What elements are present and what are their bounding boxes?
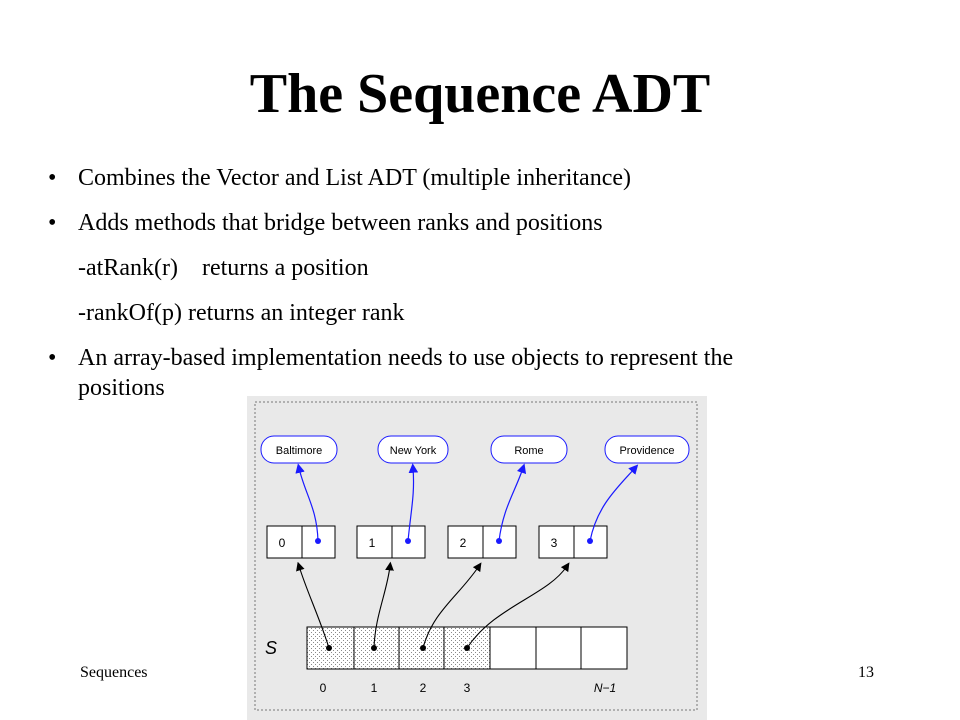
position-rank-label: 3 bbox=[551, 536, 558, 550]
footer-page-number: 13 bbox=[858, 664, 874, 681]
position-rank-cell bbox=[447, 525, 484, 559]
array-cell-empty bbox=[489, 626, 537, 670]
array-index-label: 1 bbox=[371, 681, 378, 695]
position-rank-cell bbox=[538, 525, 575, 559]
array-cell-empty bbox=[535, 626, 582, 670]
element-link bbox=[498, 463, 527, 542]
array-index-label: 3 bbox=[464, 681, 471, 695]
array-index-label: 2 bbox=[420, 681, 427, 695]
bullet-text: Combines the Vector and List ADT (multip… bbox=[78, 165, 631, 191]
sequence-diagram: Baltimore New York Rome Providence 0 1 2… bbox=[247, 396, 707, 720]
node-oval bbox=[490, 435, 568, 464]
array-pointer bbox=[422, 562, 482, 649]
sub-item-text: -rankOf(p) returns an integer rank bbox=[78, 300, 405, 326]
position-rank-cell bbox=[266, 525, 303, 559]
array-index-label: N−1 bbox=[594, 681, 616, 695]
array-index-label: 0 bbox=[320, 681, 327, 695]
position-element-cell bbox=[301, 525, 336, 559]
node-label: New York bbox=[390, 445, 437, 457]
diagram-frame bbox=[254, 401, 698, 711]
element-link bbox=[589, 464, 639, 542]
node-oval bbox=[604, 435, 690, 464]
bullet-glyph: • bbox=[48, 345, 57, 371]
footer-section-name: Sequences bbox=[80, 664, 148, 681]
position-rank-label: 2 bbox=[460, 536, 467, 550]
node-oval bbox=[260, 435, 338, 464]
array-cell-empty bbox=[580, 626, 628, 670]
sub-item-text: -atRank(r) returns a position bbox=[78, 255, 369, 281]
position-rank-label: 0 bbox=[279, 536, 286, 550]
bullet-text: Adds methods that bridge between ranks a… bbox=[78, 210, 603, 236]
element-link bbox=[407, 463, 419, 542]
bullet-glyph: • bbox=[48, 210, 57, 236]
array-label: S bbox=[265, 638, 277, 658]
node-label: Rome bbox=[514, 445, 543, 457]
array-pointer bbox=[466, 562, 570, 649]
node-oval bbox=[377, 435, 449, 464]
array-pointer bbox=[373, 561, 394, 649]
position-rank-label: 1 bbox=[369, 536, 376, 550]
sequence-diagram-svg: Baltimore New York Rome Providence 0 1 2… bbox=[254, 401, 698, 711]
bullet-glyph: • bbox=[48, 165, 57, 191]
bullet-text: positions bbox=[78, 375, 165, 401]
bullet-text: An array-based implementation needs to u… bbox=[78, 345, 734, 371]
node-label: Providence bbox=[619, 445, 674, 457]
element-link bbox=[295, 463, 319, 542]
array-pointer bbox=[296, 561, 330, 649]
node-label: Baltimore bbox=[276, 445, 322, 457]
slide-title: The Sequence ADT bbox=[249, 63, 711, 125]
